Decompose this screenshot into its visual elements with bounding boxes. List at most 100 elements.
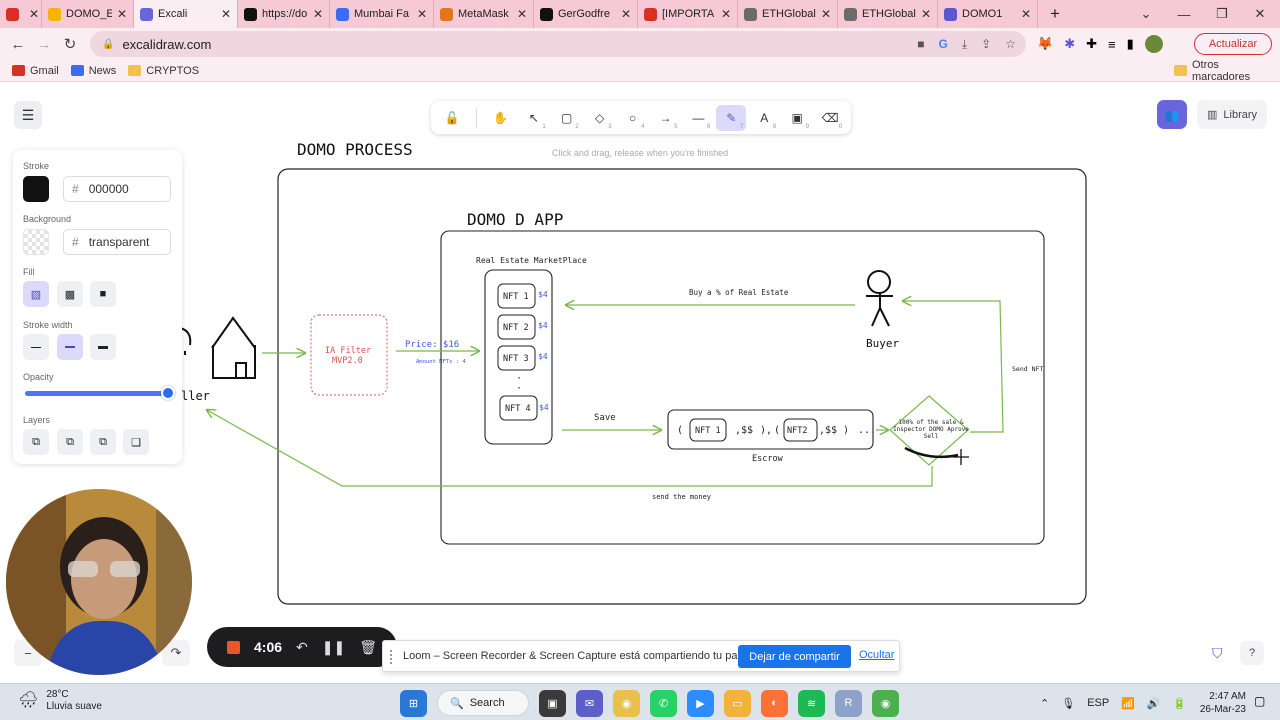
ellipse-tool[interactable]: ○4 xyxy=(618,105,648,131)
send-backward-button[interactable]: ⧉ xyxy=(57,429,83,455)
browser-tab[interactable]: DOMO_En✕ xyxy=(42,0,134,28)
browser-tab[interactable]: Excali✕ xyxy=(134,0,238,28)
google-icon[interactable]: G xyxy=(938,37,948,51)
windows-start-icon[interactable]: ⊞ xyxy=(400,689,427,717)
pencil-tool[interactable]: ✎7 xyxy=(716,104,747,131)
stroke-bold-button[interactable] xyxy=(57,334,83,360)
fill-crosshatch-button[interactable]: ▩ xyxy=(57,281,83,307)
firefox-icon[interactable]: ◐ xyxy=(761,689,788,717)
forward-icon[interactable]: → xyxy=(36,35,52,53)
fill-solid-button[interactable]: ■ xyxy=(90,281,116,307)
update-button[interactable]: Actualizar xyxy=(1194,33,1272,55)
browser-tab[interactable]: ✕ xyxy=(0,0,42,28)
tab-close-icon[interactable]: ✕ xyxy=(516,7,527,21)
tab-close-icon[interactable]: ✕ xyxy=(29,7,40,21)
lock-tool[interactable]: 🔓 xyxy=(437,105,467,131)
bookmark-star-icon[interactable]: ☆ xyxy=(1005,37,1016,51)
pointer-tool[interactable]: ↖1 xyxy=(519,105,549,131)
image-tool[interactable]: ▣9 xyxy=(782,105,812,131)
bookmark-item[interactable]: Gmail xyxy=(12,65,59,77)
tab-close-icon[interactable]: ✕ xyxy=(1020,7,1031,21)
line-tool[interactable]: —6 xyxy=(683,105,713,131)
media-icon[interactable]: ≡ xyxy=(1108,36,1116,52)
opacity-slider-thumb[interactable] xyxy=(161,386,175,400)
whatsapp-icon[interactable]: ✆ xyxy=(650,689,677,717)
back-icon[interactable]: ← xyxy=(10,35,26,53)
browser-tab[interactable]: https://do✕ xyxy=(238,0,330,28)
opacity-slider[interactable] xyxy=(25,391,175,396)
chrome-profile-icon[interactable]: ◉ xyxy=(872,689,899,717)
bring-forward-button[interactable]: ⧉ xyxy=(90,429,116,455)
tab-close-icon[interactable]: ✕ xyxy=(220,7,231,21)
other-bookmarks[interactable]: Otros marcadores xyxy=(1174,59,1280,83)
chevron-up-icon[interactable]: ⌃ xyxy=(1040,697,1050,710)
help-button[interactable]: ? xyxy=(1240,641,1264,665)
arrow-tool[interactable]: →5 xyxy=(651,105,681,131)
stroke-thin-button[interactable] xyxy=(23,334,49,360)
tab-close-icon[interactable]: ✕ xyxy=(820,7,831,21)
install-icon[interactable]: ⤓ xyxy=(961,36,968,51)
tab-close-icon[interactable]: ✕ xyxy=(620,7,631,21)
stop-sharing-button[interactable]: Dejar de compartir xyxy=(738,645,851,668)
r-app-icon[interactable]: R xyxy=(835,689,862,717)
spotify-icon[interactable]: ≋ xyxy=(798,689,825,717)
rectangle-tool[interactable]: ▢2 xyxy=(552,105,582,131)
eraser-tool[interactable]: ⌫0 xyxy=(815,105,845,131)
language-indicator[interactable]: ESP xyxy=(1087,697,1110,709)
stroke-extra-bold-button[interactable] xyxy=(90,334,116,360)
library-button[interactable]: ▥ Library xyxy=(1197,100,1267,129)
pause-icon[interactable]: ❚❚ xyxy=(321,638,346,655)
bookmark-item[interactable]: News xyxy=(70,65,116,77)
excalidraw-canvas[interactable]: DOMO PROCESS DOMO D APP Real Estate Mark… xyxy=(0,83,1280,683)
tab-search-icon[interactable]: ⌄ xyxy=(1140,6,1152,21)
browser-tab[interactable]: GerGodfre✕ xyxy=(534,0,638,28)
chrome-icon[interactable]: ◉ xyxy=(613,689,640,717)
site-info-icon[interactable]: 🔒 xyxy=(102,38,115,50)
bookmark-item[interactable]: CRYPTOS xyxy=(128,65,199,77)
profile-avatar[interactable] xyxy=(1144,35,1163,53)
diamond-tool[interactable]: ◇3 xyxy=(585,105,615,131)
background-swatch[interactable] xyxy=(23,229,49,255)
restart-icon[interactable]: ↶ xyxy=(296,638,308,655)
stroke-swatch[interactable] xyxy=(23,176,49,202)
weather-widget[interactable]: 🌧 28°C Lluvia suave xyxy=(18,689,102,712)
tab-close-icon[interactable]: ✕ xyxy=(116,7,127,21)
browser-tab[interactable]: DOMO1✕ xyxy=(938,0,1038,28)
tab-close-icon[interactable]: ✕ xyxy=(720,7,731,21)
metamask-icon[interactable]: 🦊 xyxy=(1037,36,1054,51)
camera-icon[interactable]: ■ xyxy=(917,37,925,51)
stroke-hex-input[interactable]: # 000000 xyxy=(63,176,171,202)
extension-flower-icon[interactable]: ✱ xyxy=(1064,36,1076,51)
trash-icon[interactable]: 🗑 xyxy=(359,638,378,655)
minimize-icon[interactable]: — xyxy=(1177,6,1191,22)
sidepanel-icon[interactable]: ▮ xyxy=(1126,36,1134,51)
browser-tab[interactable]: ETHGlobal✕ xyxy=(738,0,838,28)
tab-close-icon[interactable]: ✕ xyxy=(416,7,427,21)
zoom-out-button[interactable]: − xyxy=(14,640,42,666)
maximize-icon[interactable]: ❐ xyxy=(1216,6,1228,21)
taskbar-search[interactable]: 🔍 Search xyxy=(437,690,529,716)
hide-link[interactable]: Ocultar xyxy=(859,649,895,661)
drag-handle[interactable] xyxy=(390,650,396,664)
webcam-bubble[interactable] xyxy=(6,489,192,675)
shield-icon[interactable]: ⛉ xyxy=(1212,645,1223,661)
browser-tab[interactable]: Mumbai Fa✕ xyxy=(330,0,434,28)
hand-tool[interactable]: ✋ xyxy=(486,105,516,131)
wifi-icon[interactable]: 📶 xyxy=(1121,697,1135,710)
clock[interactable]: 2:47 AM 26-Mar-23 xyxy=(1199,691,1246,715)
tab-close-icon[interactable]: ✕ xyxy=(920,7,931,21)
menu-button[interactable]: ☰ xyxy=(14,101,42,129)
file-explorer-icon[interactable]: ▭ xyxy=(724,689,751,717)
collaborate-button[interactable]: 👥 xyxy=(1157,100,1187,129)
zoom-icon[interactable]: ▶ xyxy=(687,689,714,717)
close-window-icon[interactable]: ✕ xyxy=(1254,6,1266,21)
tab-close-icon[interactable]: ✕ xyxy=(312,7,323,21)
teams-icon[interactable]: ✉ xyxy=(576,689,603,717)
browser-tab[interactable]: [IMPORTA✕ xyxy=(638,0,738,28)
new-tab-button[interactable]: + xyxy=(1050,4,1060,23)
notification-icon[interactable]: ▢ xyxy=(1254,694,1266,708)
microphone-icon[interactable]: 🎙 xyxy=(1061,697,1076,710)
background-hex-input[interactable]: # transparent xyxy=(63,229,171,255)
bring-to-front-button[interactable]: ❏ xyxy=(123,429,149,455)
